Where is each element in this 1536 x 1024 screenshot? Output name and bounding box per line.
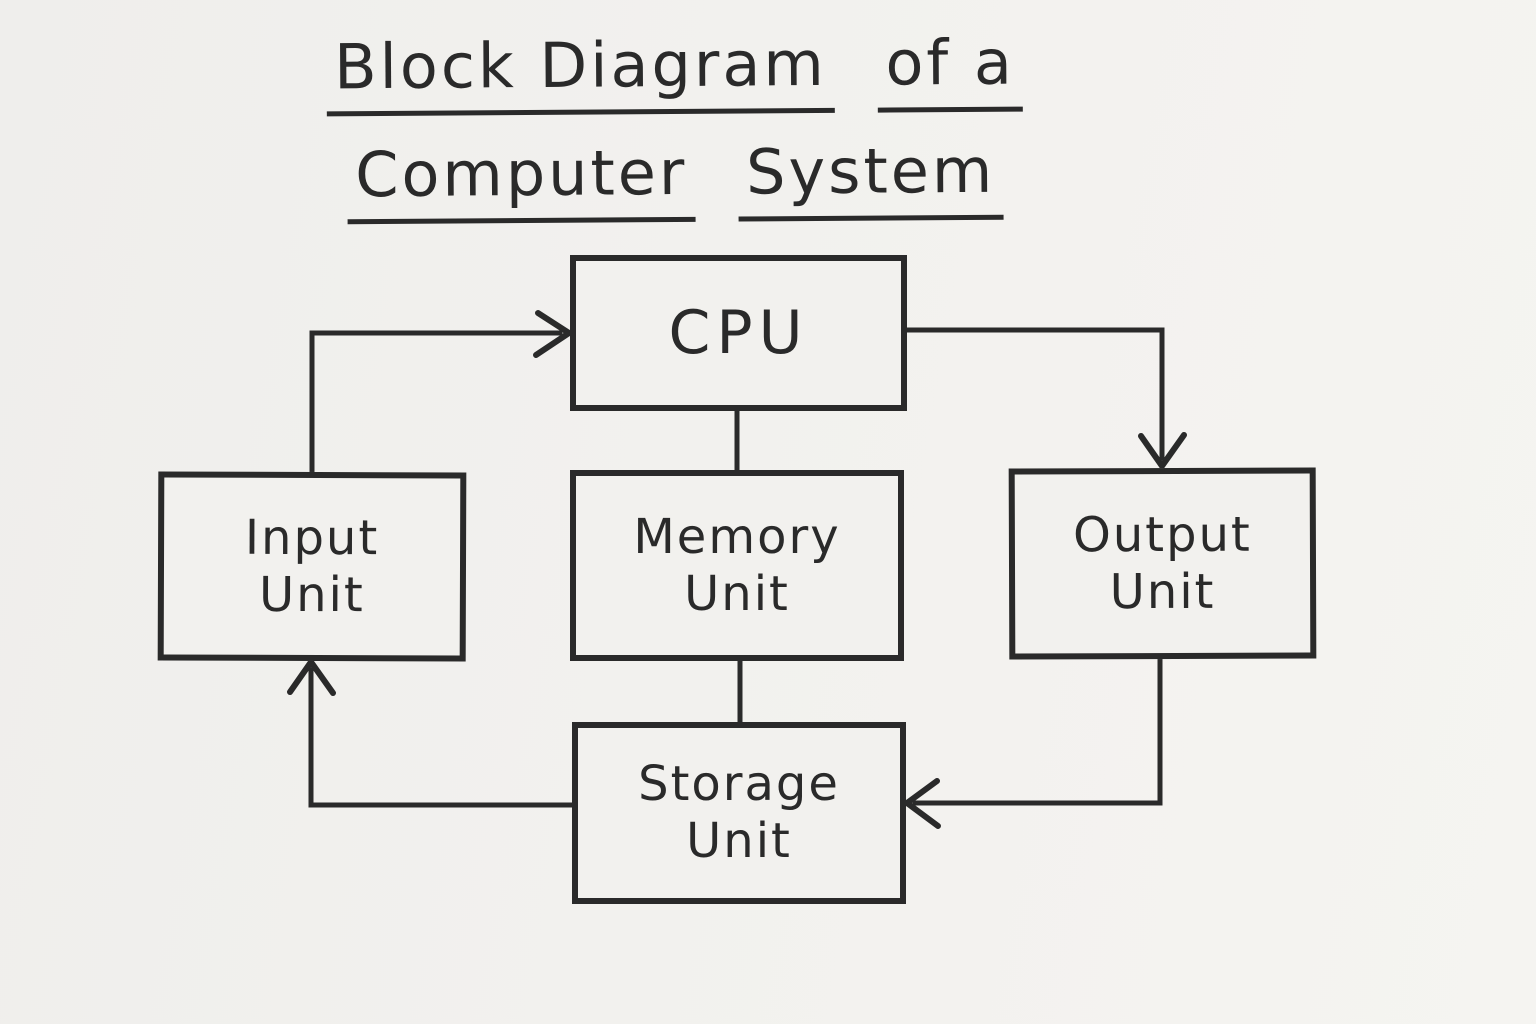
arrowhead-right-into-cpu — [533, 310, 572, 358]
edge-storage-to-input — [308, 667, 575, 808]
edge-input-to-cpu — [309, 330, 563, 475]
node-output-unit: Output Unit — [1008, 467, 1317, 660]
node-memory-unit-label: Memory Unit — [633, 508, 841, 622]
node-output-unit-label: Output Unit — [1072, 506, 1252, 620]
node-input-unit: Input Unit — [157, 471, 467, 662]
arrowhead-down-into-output — [1138, 432, 1187, 469]
node-storage-unit-label: Storage Unit — [638, 756, 840, 869]
arrowhead-up-into-input — [287, 659, 336, 696]
edge-cpu-to-output — [902, 327, 1165, 461]
node-input-unit-label: Input Unit — [244, 509, 380, 623]
node-cpu: CPU — [570, 255, 907, 411]
node-cpu-label: CPU — [668, 297, 809, 368]
node-storage-unit: Storage Unit — [572, 722, 906, 904]
node-memory-unit: Memory Unit — [570, 470, 904, 661]
edge-output-to-storage — [912, 655, 1163, 806]
arrowhead-left-into-storage — [904, 778, 941, 829]
